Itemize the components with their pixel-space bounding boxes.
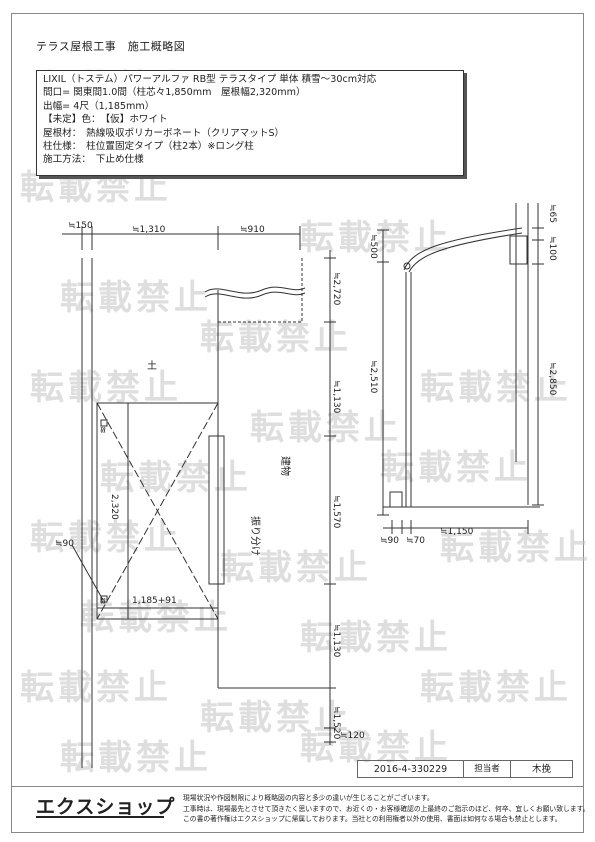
section-label-90: ≒90 — [380, 536, 399, 546]
roof-diagonal-b — [96, 402, 219, 620]
watermark-text: 転載禁止 — [20, 668, 172, 708]
watermark-text: 転載禁止 — [220, 548, 372, 588]
dim-label-1570: ≒1,570 — [331, 495, 341, 529]
section-label-1150: ≒1,150 — [440, 527, 474, 537]
watermark-text: 転載禁止 — [300, 618, 452, 658]
drawing-code: 2016-4-330229 — [358, 761, 464, 777]
footer-notice: 現場状況や作図制限により概略図の内容と多少の違いが生じることがございます。 工事… — [183, 793, 590, 825]
dim-label-90: ≒90 — [55, 539, 74, 549]
dim-label-2720: ≒2,720 — [331, 272, 341, 306]
company-logo: エクスショップ — [36, 796, 176, 818]
section-label-2510: ≒2,510 — [368, 360, 378, 394]
watermark-text: 転載禁止 — [420, 368, 572, 408]
page-title: テラス屋根工事 施工概略図 — [36, 40, 186, 53]
person-in-charge-label: 担当者 — [464, 761, 511, 777]
spec-method: 施工方法： 下止め仕様 — [43, 154, 144, 166]
watermark-text: 転載禁止 — [200, 318, 352, 358]
watermark-text: 転載禁止 — [200, 698, 352, 738]
notice-line-1: 現場状況や作図制限により概略図の内容と多少の違いが生じることがございます。 — [183, 794, 434, 802]
spec-product: LIXIL（トステム）パワーアルファ RB型 テラスタイプ 単体 積雪～30cm… — [43, 74, 377, 85]
label-soil: 土 — [147, 359, 157, 372]
section-roof-bottom — [408, 232, 523, 273]
watermark-text: 転載禁止 — [60, 278, 212, 318]
person-in-charge-name: 木挽 — [531, 763, 551, 775]
dim-label-150: ≒150 — [68, 221, 93, 231]
section-beam-mount — [509, 235, 528, 265]
footer-divider — [11, 786, 584, 787]
section-roof-top — [403, 227, 523, 271]
spec-box: LIXIL（トステム）パワーアルファ RB型 テラスタイプ 単体 積雪～30cm… — [36, 70, 464, 176]
watermark-text: 転載禁止 — [30, 368, 182, 408]
section-label-65: ≒65 — [547, 204, 557, 223]
post-bottom — [100, 595, 108, 603]
dim-label-1130-b: ≒1,130 — [331, 624, 341, 658]
break-line-b — [204, 291, 306, 299]
furiwake-beam — [208, 435, 225, 585]
dim-label-1520: ≒1,520 — [331, 706, 341, 740]
page-frame — [11, 13, 584, 833]
section-gutter — [403, 262, 411, 270]
label-building: 建物 — [279, 456, 292, 476]
watermark-text: 転載禁止 — [420, 668, 572, 708]
section-label-100: ≒100 — [547, 236, 557, 261]
dim-label-910: ≒910 — [240, 225, 265, 235]
footer-info-table: 2016-4-330229 担当者 木挽 — [357, 760, 573, 778]
dim-label-1185: 1,185+91 — [132, 596, 177, 606]
section-label-500: ≒500 — [368, 234, 378, 259]
break-line-a — [204, 286, 306, 294]
spec-color: 【未定】色： 【仮】ホワイト — [43, 114, 168, 126]
watermark-text: 転載禁止 — [300, 728, 452, 768]
terrace-roof-outline — [96, 402, 219, 620]
post-marker-bottom: ≋ — [97, 597, 107, 605]
spec-projection: 出幅= 4尺（1,185mm） — [43, 100, 155, 112]
watermark-text: 転載禁止 — [30, 518, 182, 558]
spec-post: 柱仕様： 柱位置固定タイプ（柱2本）※ロング柱 — [43, 141, 254, 153]
section-label-70: ≒70 — [406, 536, 425, 546]
post-top — [100, 419, 108, 427]
section-label-2850: ≒2,850 — [547, 362, 557, 396]
dim-label-120: ≒120 — [340, 731, 365, 741]
watermark-text: 転載禁止 — [440, 528, 592, 568]
leader-90 — [71, 544, 104, 601]
watermark-text: 転載禁止 — [380, 448, 532, 488]
watermark-text: 転載禁止 — [60, 738, 212, 778]
spec-width: 間口= 関東間1.0間（柱芯々1,850mm 屋根幅2,320mm） — [43, 87, 306, 99]
logo-underline — [36, 816, 164, 818]
watermark-text: 転載禁止 — [100, 458, 252, 498]
dim-label-1310: ≒1,310 — [132, 225, 166, 235]
label-furiwake: 振り分け — [249, 516, 262, 556]
watermark-text: 転載禁止 — [250, 408, 402, 448]
dim-label-1130-a: ≒1,130 — [331, 380, 341, 414]
section-foundation — [389, 491, 403, 508]
notice-line-3: この書の著作権はエクスショップに帰属しております。当社との利用権者以外の使用、書… — [183, 815, 562, 823]
post-marker-top: ≋ — [97, 426, 107, 434]
spec-roof-material: 屋根材： 熱線吸収ポリカーボネート（クリアマットS） — [43, 127, 285, 139]
notice-line-2: 工事時は、現場最先とさせて頂きたく思いますので、お近くの・お客様確認の上最終のご… — [183, 804, 590, 813]
dim-label-2320: 2,320 — [109, 494, 119, 520]
